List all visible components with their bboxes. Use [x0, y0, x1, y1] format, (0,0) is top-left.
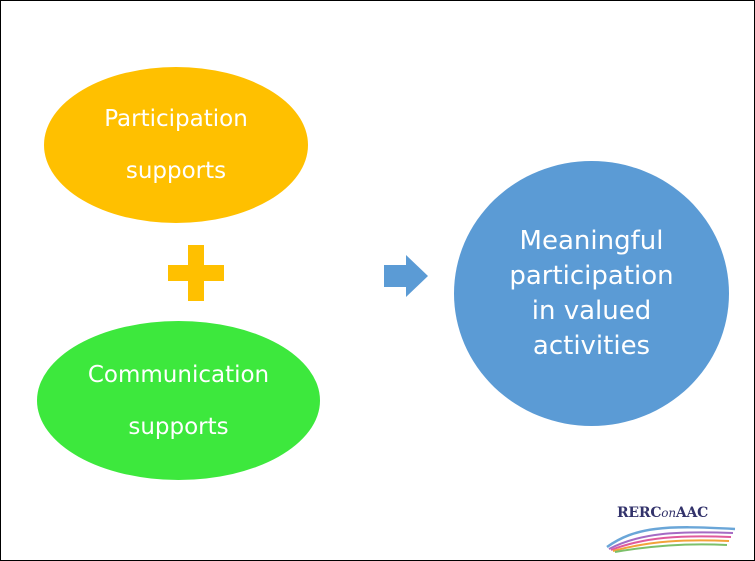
- outcome-line-2: participation: [509, 260, 674, 291]
- logo-suffix: AAC: [675, 505, 709, 521]
- participation-supports-label: supports: [125, 158, 227, 184]
- meaningful-participation-circle: Meaningful participation in valued activ…: [454, 161, 729, 426]
- logo-text: RERConAAC: [617, 505, 708, 521]
- participation-label: Participation: [104, 106, 248, 132]
- communication-supports-ellipse: Communication supports: [37, 321, 320, 480]
- logo-middle: on: [661, 506, 676, 520]
- right-arrow-icon: [384, 255, 428, 297]
- outcome-line-3: in valued: [531, 295, 652, 326]
- outcome-line-1: Meaningful: [519, 225, 664, 256]
- outcome-line-4: activities: [532, 330, 651, 361]
- rerc-on-aac-logo: RERConAAC: [605, 505, 737, 553]
- plus-icon: [168, 245, 224, 301]
- communication-label: Communication: [87, 361, 270, 388]
- participation-supports-ellipse: Participation supports: [44, 67, 308, 223]
- communication-supports-label: supports: [128, 413, 229, 440]
- logo-waves-icon: [606, 526, 736, 553]
- logo-prefix: RERC: [617, 505, 662, 521]
